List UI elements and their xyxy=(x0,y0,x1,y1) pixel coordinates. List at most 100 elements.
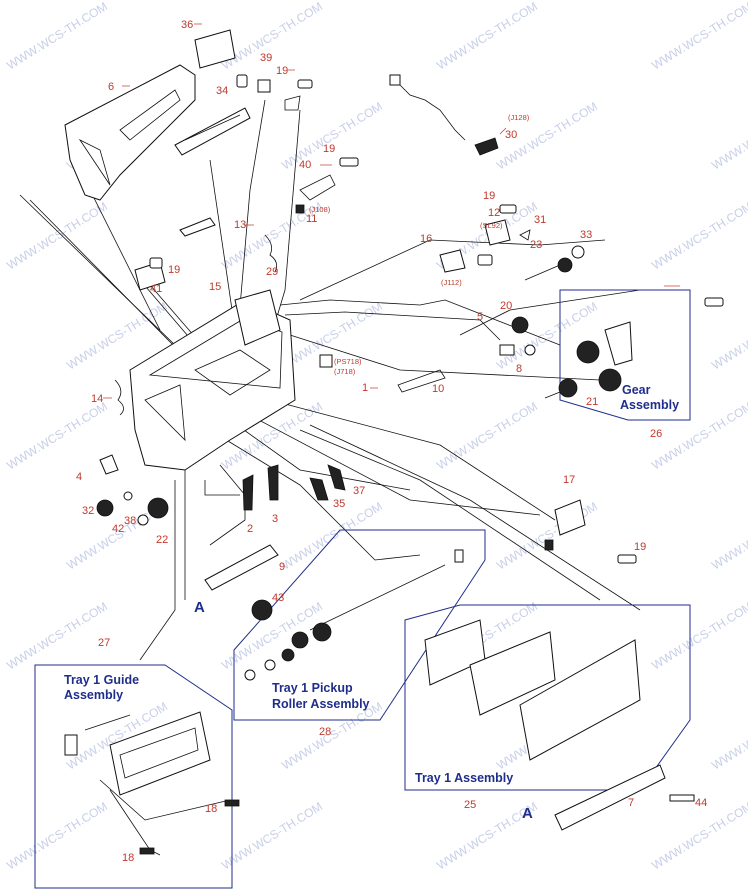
part-19-screw-gear xyxy=(704,297,724,307)
callout-20: 20 xyxy=(500,300,512,312)
leader-lines xyxy=(103,23,680,399)
tray-assembly-number: 25 xyxy=(464,799,476,811)
connector-label-4: (PS718) xyxy=(334,357,362,366)
watermark-27: WWW.WCS-TH.COM xyxy=(649,599,748,672)
part-33-gear xyxy=(557,257,573,273)
part-38 xyxy=(123,491,133,501)
part-4 xyxy=(99,454,119,475)
gear-assembly-gear-a xyxy=(576,340,600,364)
callout-42: 7 xyxy=(628,797,634,809)
callout-24: 1 xyxy=(362,382,368,394)
gear-assembly-number: 26 xyxy=(650,428,662,440)
pickup-assembly-label-2: Roller Assembly xyxy=(272,697,370,711)
connector-layer: (J128)(J108)(SL92)(J112)(PS718)(J718) xyxy=(309,113,530,376)
callout-31: 22 xyxy=(156,534,168,546)
part-21-gear xyxy=(558,378,578,398)
callout-34: 35 xyxy=(333,498,345,510)
watermark-31: WWW.WCS-TH.COM xyxy=(709,699,748,772)
part-40-screw xyxy=(339,157,359,167)
part-18-spring-a xyxy=(224,799,240,807)
marker-a-left: A xyxy=(194,599,205,616)
callout-26: 21 xyxy=(586,396,598,408)
gear-assembly-frame xyxy=(559,289,691,421)
callout-40: 18 xyxy=(205,803,217,815)
callout-27: 4 xyxy=(76,471,82,483)
part-39-bracket xyxy=(257,79,271,93)
part-13-spring xyxy=(264,234,278,273)
connector-label-3: (J112) xyxy=(441,278,462,287)
callout-28: 32 xyxy=(82,505,94,517)
connector-label-0: (J128) xyxy=(508,113,530,122)
part-37 xyxy=(327,464,346,491)
callout-29: 38 xyxy=(124,515,136,527)
pickup-assembly-number: 28 xyxy=(319,726,331,738)
gear-assembly-label-2: Assembly xyxy=(620,398,679,412)
watermark-7: WWW.WCS-TH.COM xyxy=(709,99,748,172)
part-9-guide xyxy=(204,544,279,591)
part-10-lever xyxy=(397,369,446,393)
tray-plate-c xyxy=(519,639,641,761)
callout-37: 19 xyxy=(634,541,646,553)
pickup-assembly-label-1: Tray 1 Pickup xyxy=(272,681,353,695)
callout-19: 19 xyxy=(168,264,180,276)
callout-39: 43 xyxy=(272,592,284,604)
watermark-21: WWW.WCS-TH.COM xyxy=(279,499,385,572)
callout-0: 36 xyxy=(181,19,193,31)
guide-assembly-label-2: Assembly xyxy=(64,688,123,702)
callout-16: 41 xyxy=(150,283,162,295)
part-16-solenoid xyxy=(484,219,511,246)
guide-assembly-frame xyxy=(34,664,233,889)
part-44 xyxy=(669,794,695,802)
callout-30: 42 xyxy=(112,523,124,535)
callout-22: 8 xyxy=(516,363,522,375)
part-42 xyxy=(137,514,149,526)
watermark-16: WWW.WCS-TH.COM xyxy=(4,399,110,472)
part-35-lever xyxy=(309,477,329,501)
tray-plate-b xyxy=(469,631,556,716)
watermark-3: WWW.WCS-TH.COM xyxy=(649,0,748,73)
callout-11: 11 xyxy=(306,213,317,225)
pickup-shaft xyxy=(309,564,446,631)
parts xyxy=(64,29,724,855)
guide-assembly-label-1: Tray 1 Guide xyxy=(64,673,139,687)
callout-4: 34 xyxy=(216,85,228,97)
callout-21: 5 xyxy=(477,311,483,323)
watermark-23: WWW.WCS-TH.COM xyxy=(709,499,748,572)
part-20-gear xyxy=(511,316,529,334)
guide-assembly-number: 27 xyxy=(98,637,110,649)
callout-35: 37 xyxy=(353,485,365,497)
pickup-roller-frame xyxy=(233,529,486,721)
callout-33: 3 xyxy=(272,513,278,525)
gear-assembly-gear-b xyxy=(598,368,622,392)
part-2-lever xyxy=(242,474,254,511)
callout-12: 33 xyxy=(580,229,592,241)
watermark-35: WWW.WCS-TH.COM xyxy=(649,799,748,872)
callout-17: 29 xyxy=(266,266,278,278)
callout-23: 14 xyxy=(91,393,103,405)
callout-18: 15 xyxy=(209,281,221,293)
watermark-11: WWW.WCS-TH.COM xyxy=(649,199,748,272)
part-17-bracket xyxy=(554,499,586,536)
callout-32: 2 xyxy=(247,523,253,535)
callout-25: 10 xyxy=(432,383,444,395)
watermark-33: WWW.WCS-TH.COM xyxy=(219,799,325,872)
callout-7: 40 xyxy=(299,159,311,171)
callout-9: 12 xyxy=(488,207,500,219)
callout-14: 16 xyxy=(420,233,432,245)
callout-13: 23 xyxy=(530,239,542,251)
part-19-screw-b xyxy=(297,79,313,89)
part-32-gear xyxy=(96,499,114,517)
watermark-2: WWW.WCS-TH.COM xyxy=(434,0,540,73)
tray-assembly-frame xyxy=(404,604,691,791)
part-22-gear xyxy=(147,497,169,519)
watermark-24: WWW.WCS-TH.COM xyxy=(4,599,110,672)
watermark-8: WWW.WCS-TH.COM xyxy=(4,199,110,272)
tray-assembly-label: Tray 1 Assembly xyxy=(415,771,513,785)
watermark-18: WWW.WCS-TH.COM xyxy=(434,399,540,472)
watermark-15: WWW.WCS-TH.COM xyxy=(709,299,748,372)
callout-5: 30 xyxy=(505,129,517,141)
callout-43: 44 xyxy=(695,797,707,809)
part-34-guide xyxy=(174,107,251,156)
callout-38: 9 xyxy=(279,561,285,573)
